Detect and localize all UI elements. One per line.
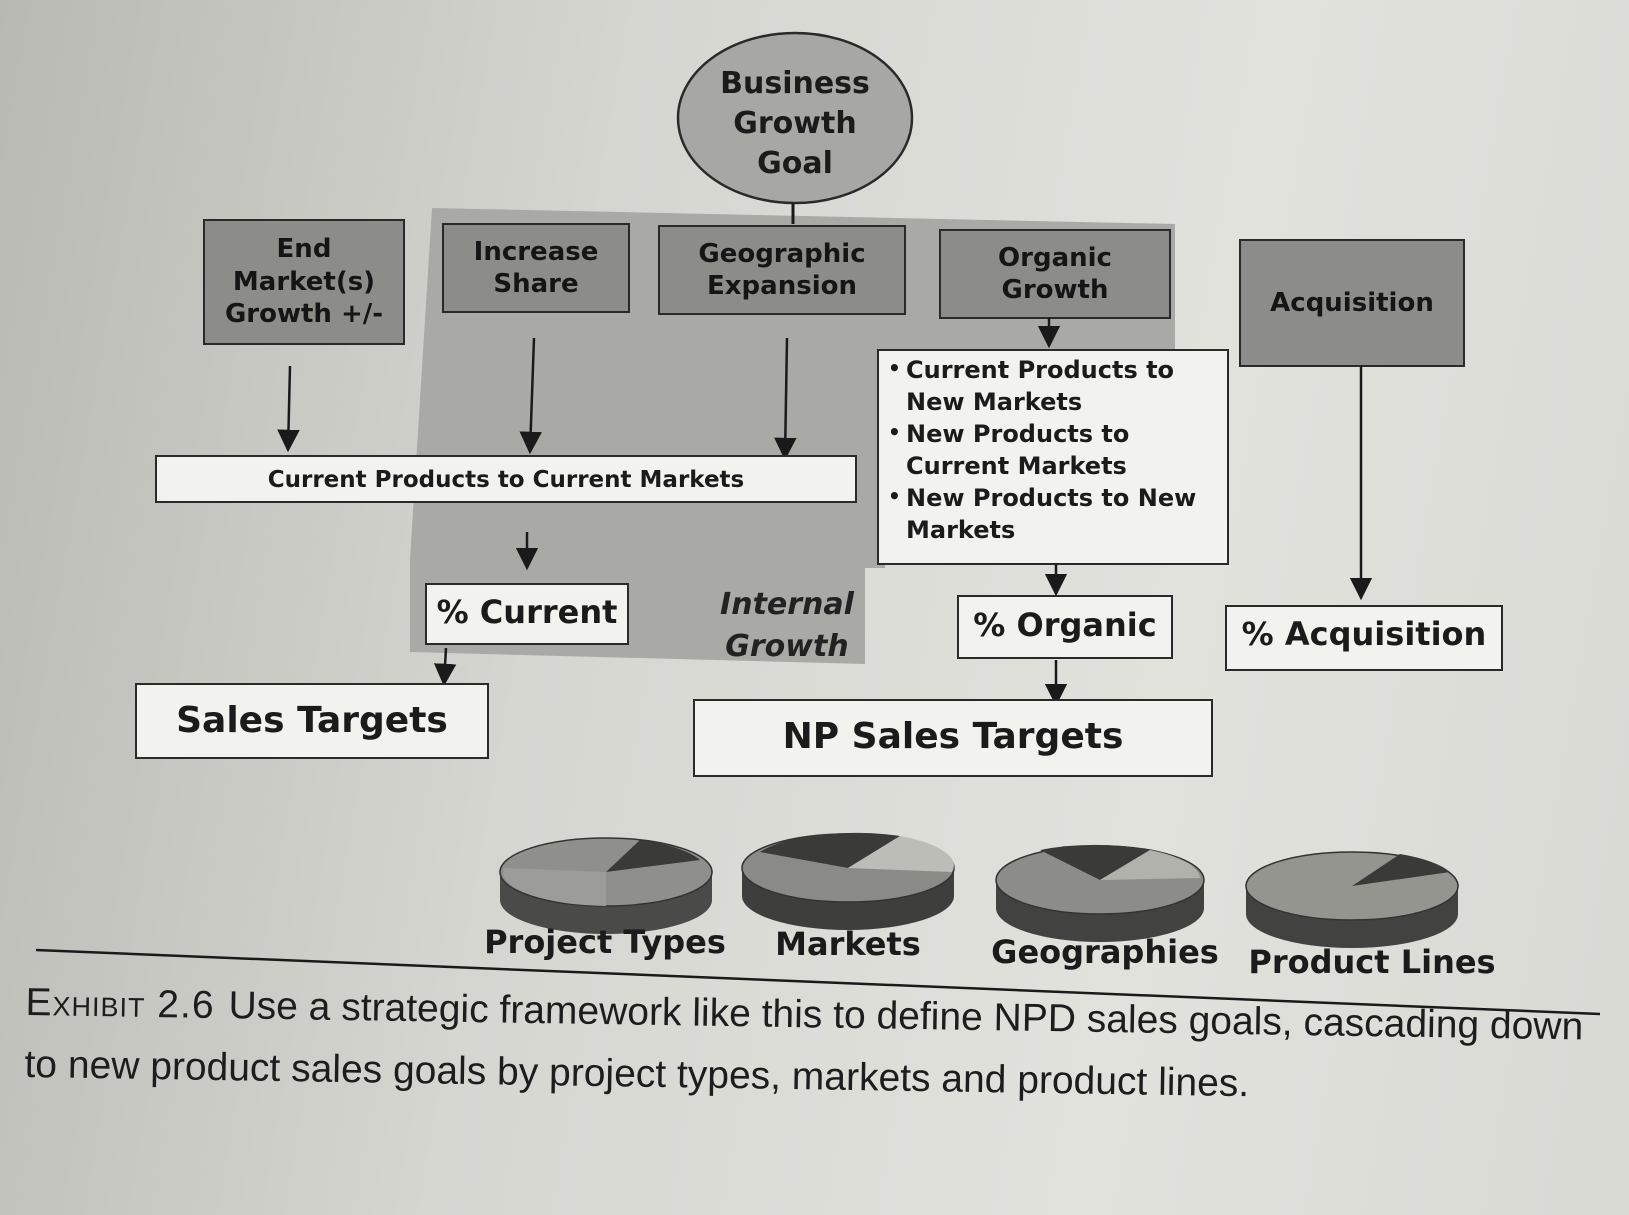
pie-label-project-types: Project Types [484, 923, 726, 961]
organic-line-1: Organic [998, 242, 1112, 273]
arrow-increase-share [519, 337, 542, 455]
arrow-end-market [277, 365, 300, 453]
pie-project-types [499, 837, 713, 934]
percent-current-box [425, 583, 629, 645]
internal-growth-line-1: Internal [720, 587, 854, 622]
increase-share-box [442, 223, 630, 313]
increase-share-line-1: Increase [473, 236, 599, 267]
organic-list: Current Products to New Markets New Prod… [884, 352, 1229, 546]
acquisition-line-1: Acquisition [1270, 287, 1434, 318]
internal-growth-region [410, 208, 1175, 664]
current-products-label: Current Products to Current Markets [267, 467, 745, 493]
percent-acquisition-label: % Acquisition [1241, 615, 1487, 653]
organic-line-2: Growth [1001, 275, 1109, 305]
sales-targets-box [135, 683, 489, 759]
end-market-line-1: End [276, 234, 332, 265]
caption-rule-top [35, 948, 1601, 1016]
business-growth-goal-ellipse [676, 31, 914, 205]
goal-line-1: Business [720, 66, 870, 101]
pie-geographies [995, 844, 1205, 942]
acquisition-box [1239, 239, 1465, 367]
percent-organic-label: % Organic [973, 606, 1157, 644]
pie-label-markets: Markets [775, 925, 921, 963]
geographic-line-2: Expansion [707, 271, 857, 301]
organic-growth-box [939, 229, 1171, 319]
organic-list-item: Current Products to New Markets [888, 352, 1229, 418]
sales-targets-label: Sales Targets [176, 700, 448, 741]
pie-markets [741, 832, 955, 930]
end-market-line-2: Market(s) [232, 266, 376, 297]
organic-list-item: New Products to Current Markets [888, 416, 1229, 482]
increase-share-line-2: Share [493, 269, 579, 299]
caption-text: Use a strategic framework like this to d… [24, 984, 1584, 1106]
percent-current-label: % Current [436, 593, 618, 631]
goal-line-3: Goal [757, 146, 833, 181]
internal-growth-line-2: Growth [725, 629, 849, 664]
arrow-to-sales-targets [433, 647, 457, 687]
end-market-line-3: Growth +/- [224, 299, 384, 330]
goal-line-2: Growth [733, 106, 857, 141]
caption-exhibit-number: Exhibit 2.6 [25, 980, 215, 1027]
end-market-box [203, 219, 405, 345]
np-sales-targets-label: NP Sales Targets [782, 716, 1124, 757]
percent-organic-box [957, 595, 1173, 659]
pie-product-lines [1245, 851, 1459, 948]
organic-growth-label: Organic Growth [940, 230, 1170, 318]
organic-list-item: New Products to New Markets [888, 480, 1229, 546]
pie-label-product-lines: Product Lines [1248, 943, 1496, 981]
end-market-label: End Market(s) Growth +/- [204, 220, 404, 344]
pie-label-geographies: Geographies [991, 933, 1219, 971]
goal-text: Business Growth Goal [690, 64, 900, 184]
internal-growth-label: Internal Growth [706, 584, 868, 668]
arrow-geographic [774, 337, 797, 461]
geographic-expansion-box [658, 225, 906, 315]
np-sales-targets-box [693, 699, 1213, 777]
increase-share-label: Increase Share [443, 224, 629, 312]
acquisition-label: Acquisition [1240, 240, 1464, 366]
geographic-expansion-label: Geographic Expansion [659, 226, 905, 314]
geographic-line-1: Geographic [698, 238, 866, 269]
current-products-box [155, 455, 857, 503]
percent-acquisition-box [1225, 605, 1503, 671]
